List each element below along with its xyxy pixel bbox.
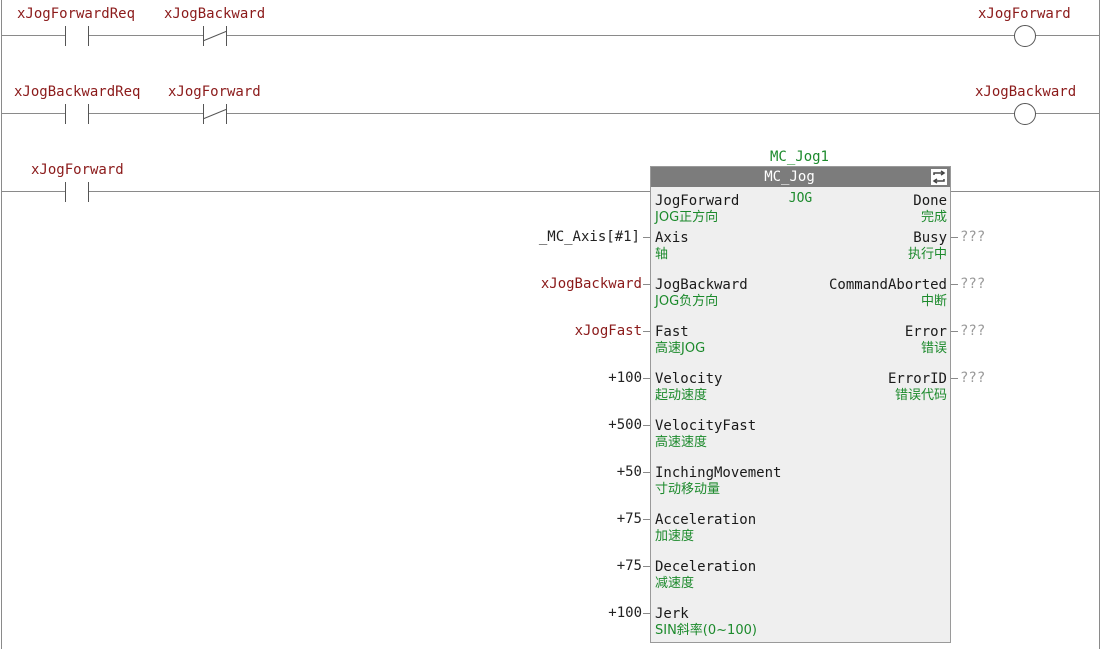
input-value-velocityfast[interactable]: +500 [608, 417, 642, 433]
rung-3-wire-left [2, 191, 650, 192]
mc-jog-function-block[interactable]: MC_Jog JOG JogForward JOG正方向 Axis 轴 JogB… [650, 166, 951, 643]
rung-1-wire [2, 35, 1099, 36]
rung-1-contact-2-label: xJogBackward [164, 6, 266, 22]
input-stub-velocity [643, 378, 650, 379]
input-pin-jerk: Jerk [655, 606, 689, 622]
output-stub-busy [951, 237, 958, 238]
rung-1-contact-2-nc[interactable] [203, 26, 227, 46]
output-value-errorid[interactable]: ??? [960, 370, 986, 386]
input-value-inchingmovement[interactable]: +50 [616, 464, 642, 480]
input-value-jerk[interactable]: +100 [608, 605, 642, 621]
input-value-deceleration[interactable]: +75 [616, 558, 642, 574]
input-pin-acceleration: Acceleration [655, 512, 757, 528]
input-pin-acceleration-desc: 加速度 [655, 529, 695, 544]
input-value-fast[interactable]: xJogFast [574, 323, 642, 339]
input-pin-deceleration: Deceleration [655, 559, 757, 575]
input-stub-axis [643, 237, 650, 238]
output-pin-commandaborted: CommandAborted [828, 277, 947, 293]
input-pin-deceleration-desc: 减速度 [655, 576, 695, 591]
input-value-velocity[interactable]: +100 [608, 370, 642, 386]
rung-1-coil-label: xJogForward [978, 6, 1071, 22]
input-stub-jogbackward [643, 284, 650, 285]
output-pin-busy-desc: 执行中 [907, 247, 947, 262]
rung-1-contact-1-no[interactable] [65, 26, 89, 46]
fb-instance-name: MC_Jog1 [769, 149, 829, 165]
output-pin-error-desc: 错误 [920, 341, 947, 356]
input-pin-velocityfast-desc: 高速速度 [655, 435, 708, 450]
output-pin-done: Done [913, 193, 947, 209]
output-pin-errorid: ErrorID [887, 371, 947, 387]
input-pin-velocity: Velocity [655, 371, 723, 387]
output-stub-commandaborted [951, 284, 958, 285]
input-pin-jogforward: JogForward [655, 193, 740, 209]
input-value-jogbackward[interactable]: xJogBackward [540, 276, 642, 292]
rung-3-contact-1-label: xJogForward [31, 162, 124, 178]
fb-type-name: MC_Jog [764, 169, 815, 185]
fb-subtitle: JOG [788, 191, 813, 206]
output-pin-errorid-desc: 错误代码 [894, 388, 947, 403]
input-stub-acceleration [643, 519, 650, 520]
input-pin-velocityfast: VelocityFast [655, 418, 757, 434]
toggle-view-icon[interactable] [931, 169, 947, 185]
rung-2-contact-2-label: xJogForward [168, 84, 261, 100]
input-pin-fast-desc: 高速JOG [655, 341, 706, 356]
input-pin-axis: Axis [655, 230, 689, 246]
output-value-busy[interactable]: ??? [960, 229, 986, 245]
input-pin-jogbackward: JogBackward [655, 277, 748, 293]
output-pin-done-desc: 完成 [920, 210, 947, 225]
rung-2-coil-label: xJogBackward [975, 84, 1077, 100]
input-value-acceleration[interactable]: +75 [616, 511, 642, 527]
input-stub-fast [643, 331, 650, 332]
rung-1-contact-1-label: xJogForwardReq [17, 6, 136, 22]
output-stub-error [951, 331, 958, 332]
input-pin-inchingmovement-desc: 寸动移动量 [655, 482, 721, 497]
left-power-rail [1, 0, 2, 649]
input-stub-inchingmovement [643, 472, 650, 473]
input-pin-inchingmovement: InchingMovement [655, 465, 782, 481]
input-value-axis[interactable]: _MC_Axis[#1] [538, 229, 640, 245]
input-stub-jerk [643, 613, 650, 614]
input-stub-velocityfast [643, 425, 650, 426]
input-pin-jogforward-desc: JOG正方向 [655, 210, 719, 225]
output-pin-error: Error [904, 324, 947, 340]
input-pin-velocity-desc: 起动速度 [655, 388, 708, 403]
input-pin-axis-desc: 轴 [655, 247, 669, 262]
rung-3-wire-right [951, 191, 1099, 192]
input-pin-jerk-desc: SIN斜率(0~100) [655, 623, 757, 638]
output-pin-commandaborted-desc: 中断 [920, 294, 947, 309]
rung-2-wire [2, 113, 1099, 114]
input-pin-jogbackward-desc: JOG负方向 [655, 294, 719, 309]
input-pin-fast: Fast [655, 324, 689, 340]
output-value-error[interactable]: ??? [960, 323, 986, 339]
rung-1-coil[interactable] [1014, 25, 1036, 47]
right-power-rail [1099, 0, 1100, 649]
rung-2-coil[interactable] [1014, 103, 1036, 125]
rung-2-contact-1-label: xJogBackwardReq [14, 84, 141, 100]
input-stub-deceleration [643, 566, 650, 567]
rung-2-contact-1-no[interactable] [65, 104, 89, 124]
fb-header: MC_Jog [651, 167, 950, 187]
output-value-commandaborted[interactable]: ??? [960, 276, 986, 292]
rung-3-contact-1-no[interactable] [65, 182, 89, 202]
output-pin-busy: Busy [913, 230, 947, 246]
rung-2-contact-2-nc[interactable] [203, 104, 227, 124]
output-stub-errorid [951, 378, 958, 379]
